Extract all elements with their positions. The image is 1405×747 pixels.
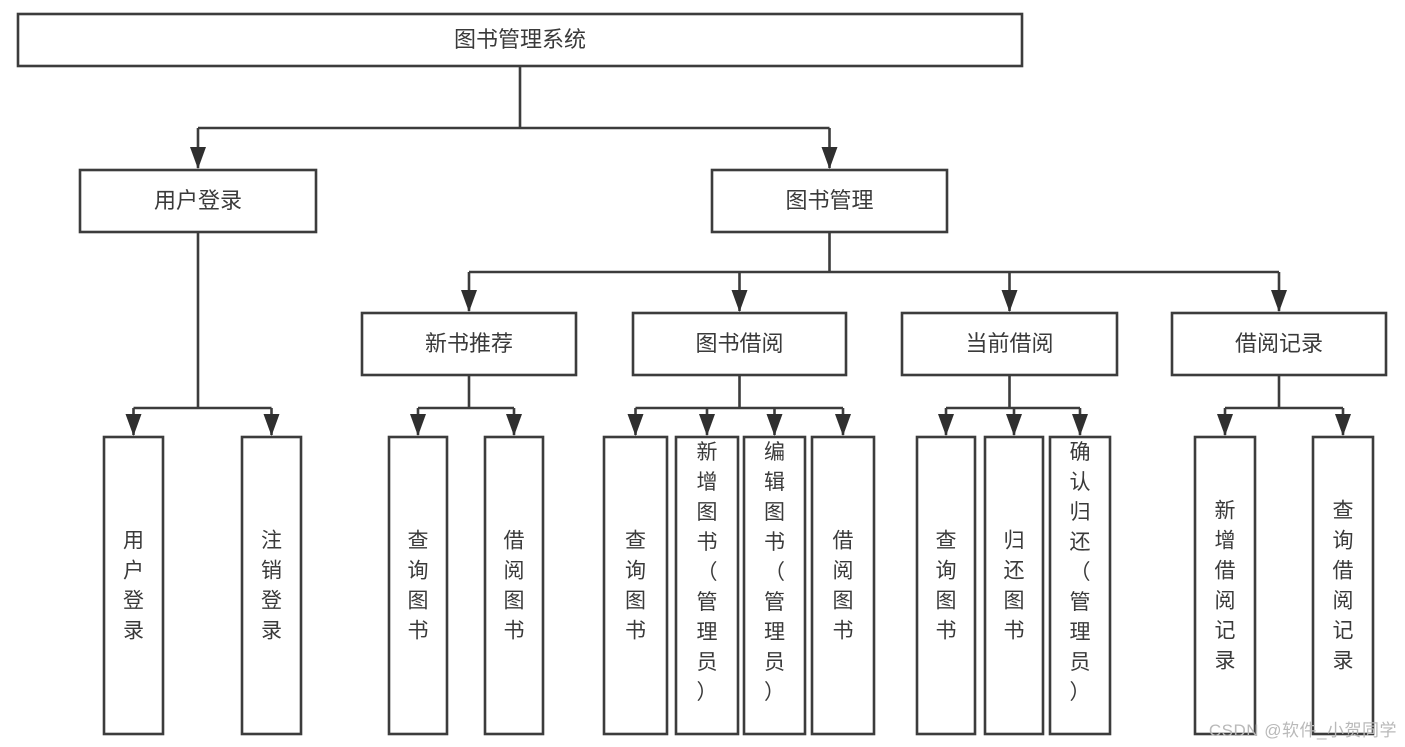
node-box[interactable]	[360, 311, 578, 377]
node-label: 确认归还（管理员）	[1070, 441, 1091, 704]
arrow-head-icon	[766, 414, 783, 436]
node-box[interactable]	[240, 435, 303, 736]
node-box[interactable]	[1048, 435, 1112, 736]
arrow-head-icon	[731, 290, 748, 312]
node-box[interactable]	[900, 311, 1119, 377]
node-label: 查询图书	[408, 530, 429, 643]
arrow-head-icon	[835, 414, 851, 436]
node-label: 查询图书	[625, 530, 646, 643]
node-box[interactable]	[483, 435, 545, 736]
node-label: 注销登录	[261, 530, 282, 643]
arrow-head-icon	[821, 147, 838, 169]
node-label: 查询借阅记录	[1333, 500, 1354, 673]
node-label: 用户登录	[123, 530, 144, 643]
node-box[interactable]	[16, 12, 1024, 68]
node-box[interactable]	[915, 435, 977, 736]
arrow-head-icon	[1006, 414, 1022, 436]
node-box[interactable]	[742, 435, 807, 736]
node-book-borrow[interactable]: 图书借阅	[631, 311, 848, 377]
node-box[interactable]	[710, 168, 949, 234]
node-label: 借阅图书	[504, 530, 525, 643]
node-box[interactable]	[674, 435, 740, 736]
node-label: 新书推荐	[425, 331, 513, 356]
node-box[interactable]	[983, 435, 1045, 736]
node-label: 新增借阅记录	[1215, 500, 1236, 673]
arrow-head-icon	[125, 414, 142, 436]
arrow-head-icon	[190, 147, 206, 169]
arrow-head-icon	[627, 414, 644, 436]
node-label: 图书借阅	[695, 331, 783, 356]
connector-edges	[125, 66, 1351, 436]
node-leaf-borrow-book-rec[interactable]: 借阅图书	[483, 435, 545, 736]
node-leaf-borrow-book[interactable]: 借阅图书	[810, 435, 876, 736]
arrow-head-icon	[1072, 414, 1088, 436]
node-leaf-add-borrow-record[interactable]: 新增借阅记录	[1193, 435, 1257, 736]
node-book-manage[interactable]: 图书管理	[710, 168, 949, 234]
node-leaf-edit-book-admin[interactable]: 编辑图书（管理员）	[742, 435, 807, 736]
node-box[interactable]	[1193, 435, 1257, 736]
node-leaf-query-borrow-record[interactable]: 查询借阅记录	[1311, 435, 1375, 736]
node-user-login[interactable]: 用户登录	[78, 168, 318, 234]
node-label: 图书管理	[785, 188, 873, 213]
node-box[interactable]	[387, 435, 449, 736]
node-box[interactable]	[631, 311, 848, 377]
node-current-borrow[interactable]: 当前借阅	[900, 311, 1119, 377]
arrow-head-icon	[506, 414, 522, 436]
node-box[interactable]	[78, 168, 318, 234]
node-label: 用户登录	[154, 188, 242, 213]
node-label: 新增图书（管理员）	[697, 441, 718, 704]
node-label: 借阅图书	[833, 530, 854, 643]
node-borrow-record[interactable]: 借阅记录	[1170, 311, 1388, 377]
node-leaf-query-book-borrow[interactable]: 查询图书	[602, 435, 669, 736]
node-leaf-add-book-admin[interactable]: 新增图书（管理员）	[674, 435, 740, 736]
node-box[interactable]	[1311, 435, 1375, 736]
node-leaf-user-logout[interactable]: 注销登录	[240, 435, 303, 736]
arrow-head-icon	[1217, 414, 1233, 436]
node-leaf-query-book-rec[interactable]: 查询图书	[387, 435, 449, 736]
arrow-head-icon	[263, 414, 280, 436]
node-label: 查询图书	[936, 530, 957, 643]
node-box[interactable]	[1170, 311, 1388, 377]
node-label: 编辑图书（管理员）	[764, 441, 785, 704]
diagram-nodes: 图书管理系统用户登录图书管理新书推荐图书借阅当前借阅借阅记录用户登录注销登录查询…	[16, 12, 1388, 736]
arrow-head-icon	[699, 414, 715, 436]
arrow-head-icon	[461, 290, 477, 312]
node-label: 借阅记录	[1235, 331, 1323, 356]
csdn-watermark: CSDN @软件_小贺同学	[1208, 721, 1397, 740]
arrow-head-icon	[938, 414, 954, 436]
arrow-head-icon	[1271, 290, 1287, 312]
node-box[interactable]	[810, 435, 876, 736]
node-label: 归还图书	[1004, 530, 1025, 643]
node-leaf-query-book-current[interactable]: 查询图书	[915, 435, 977, 736]
node-leaf-user-login[interactable]: 用户登录	[102, 435, 165, 736]
node-box[interactable]	[602, 435, 669, 736]
node-leaf-confirm-return-admin[interactable]: 确认归还（管理员）	[1048, 435, 1112, 736]
node-label: 图书管理系统	[454, 27, 586, 52]
node-new-book-recommend[interactable]: 新书推荐	[360, 311, 578, 377]
node-box[interactable]	[102, 435, 165, 736]
arrow-head-icon	[410, 414, 426, 436]
node-leaf-return-book[interactable]: 归还图书	[983, 435, 1045, 736]
node-root[interactable]: 图书管理系统	[16, 12, 1024, 68]
node-label: 当前借阅	[965, 331, 1053, 356]
arrow-head-icon	[1335, 414, 1351, 436]
arrow-head-icon	[1001, 290, 1018, 312]
